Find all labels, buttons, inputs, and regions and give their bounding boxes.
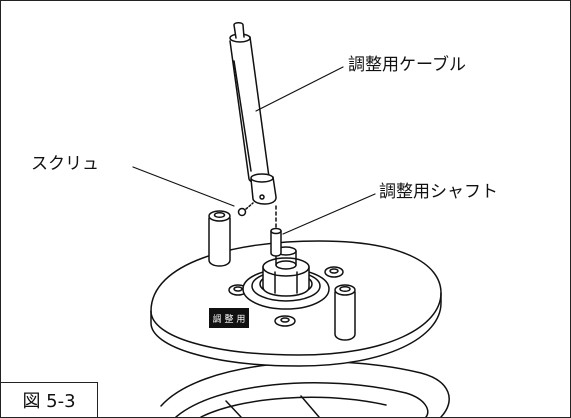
- adjusting-cable: [229, 22, 277, 205]
- plate-sticker: 調 整 用: [209, 308, 249, 328]
- screw: [237, 202, 254, 217]
- coil-spring: [160, 361, 450, 417]
- label-adjusting-cable: 調整用ケーブル: [348, 55, 466, 75]
- rivets: [228, 266, 344, 327]
- plate-marking-text: 調 整 用: [213, 313, 246, 325]
- leader-lines: [132, 66, 376, 235]
- adjuster-shaft: [270, 205, 282, 257]
- label-screw: スクリュ: [31, 154, 99, 174]
- stud-right: [334, 284, 356, 341]
- label-adjusting-shaft: 調整用シャフト: [379, 182, 498, 202]
- stud-left: [208, 210, 231, 267]
- hex-nut: [262, 246, 310, 297]
- figure-number: 図 5-3: [1, 382, 98, 417]
